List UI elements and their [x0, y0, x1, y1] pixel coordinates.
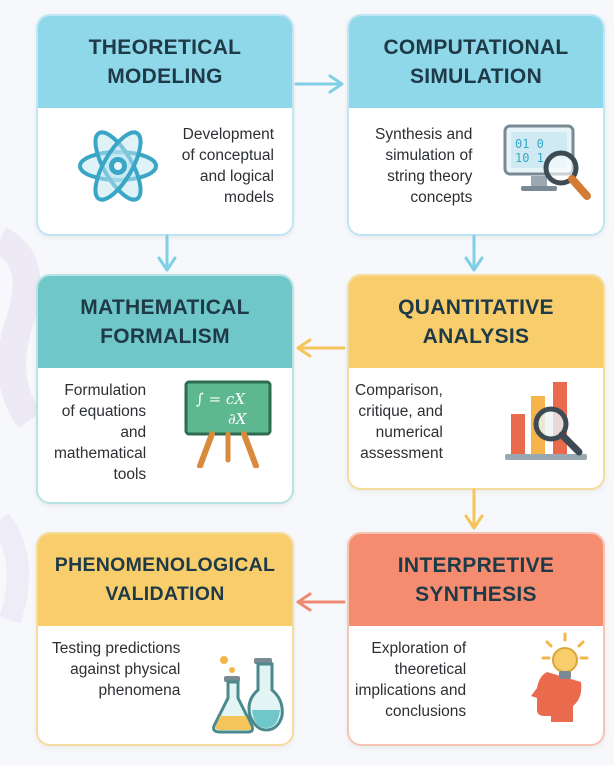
description-line: of equations — [61, 403, 147, 420]
card-title-line: COMPUTATIONAL — [383, 36, 569, 59]
card-interpretive-synthesis: INTERPRETIVE SYNTHESIS Exploration of th… — [347, 532, 605, 746]
card-title-line: MODELING — [107, 65, 223, 88]
board-line: ∫ = cX — [196, 390, 246, 408]
lab-flasks-icon — [212, 656, 284, 734]
arrow-left-icon — [296, 338, 346, 358]
card-description: Development of conceptual and logical mo… — [182, 124, 274, 208]
card-title: INTERPRETIVE SYNTHESIS — [349, 534, 603, 626]
svg-text:10 1: 10 1 — [515, 151, 544, 165]
description-line: models — [224, 189, 274, 206]
svg-text:01 0: 01 0 — [515, 137, 544, 151]
description-line: numerical — [375, 424, 443, 441]
card-title-line: MATHEMATICAL — [80, 296, 250, 319]
card-title-line: INTERPRETIVE — [397, 554, 555, 577]
description-line: Development — [182, 126, 274, 143]
computer-magnifier-icon: 01 0 10 1 — [503, 124, 591, 200]
card-mathematical-formalism: MATHEMATICAL FORMALISM Formulation of eq… — [36, 274, 294, 504]
arrow-down-icon — [464, 234, 484, 272]
card-description: Formulation of equations and mathematica… — [54, 380, 146, 485]
description-line: string theory — [387, 168, 473, 185]
card-title: MATHEMATICAL FORMALISM — [38, 276, 292, 368]
chalkboard-icon: ∫ = cX ∂X — [184, 380, 272, 468]
description-line: mathematical — [54, 445, 147, 462]
description-line: critique, and — [358, 403, 443, 420]
description-line: of conceptual — [181, 147, 274, 164]
arrow-down-icon — [157, 234, 177, 272]
card-phenomenological-validation: PHENOMENOLOGICAL VALIDATION Testing pred… — [36, 532, 294, 746]
bar-chart-magnifier-icon — [505, 382, 587, 460]
description-line: against physical — [70, 661, 181, 678]
card-title-line: SYNTHESIS — [415, 583, 537, 606]
arrow-down-icon — [464, 488, 484, 530]
description-line: theoretical — [394, 661, 467, 678]
card-quantitative-analysis: QUANTITATIVE ANALYSIS Comparison, critiq… — [347, 274, 605, 490]
description-line: phenomena — [98, 682, 181, 699]
arrow-left-icon — [296, 592, 346, 612]
card-title-line: THEORETICAL — [88, 36, 242, 59]
card-description: Exploration of theoretical implications … — [355, 638, 466, 722]
description-line: conclusions — [385, 703, 467, 720]
description-line: Comparison, — [355, 382, 443, 399]
card-title-line: ANALYSIS — [422, 325, 530, 348]
card-title: QUANTITATIVE ANALYSIS — [349, 276, 603, 368]
description-line: implications and — [355, 682, 467, 699]
description-line: and — [120, 424, 147, 441]
description-line: simulation of — [385, 147, 473, 164]
description-line: tools — [113, 466, 147, 483]
card-title-line: PHENOMENOLOGICAL — [54, 554, 276, 576]
card-title: THEORETICAL MODELING — [38, 16, 292, 108]
card-description: Synthesis and simulation of string theor… — [375, 124, 472, 208]
card-title-line: SIMULATION — [409, 65, 543, 88]
description-line: Formulation — [64, 382, 147, 399]
description-line: assessment — [360, 445, 443, 462]
card-title: COMPUTATIONAL SIMULATION — [349, 16, 603, 108]
card-theoretical-modeling: THEORETICAL MODELING Development of conc… — [36, 14, 294, 236]
description-line: concepts — [410, 189, 473, 206]
card-computational-simulation: COMPUTATIONAL SIMULATION Synthesis and s… — [347, 14, 605, 236]
card-description: Testing predictions against physical phe… — [52, 638, 180, 701]
description-line: Exploration of — [371, 640, 467, 657]
card-title-line: QUANTITATIVE — [398, 296, 554, 319]
card-title-line: VALIDATION — [105, 583, 225, 605]
card-title-line: FORMALISM — [100, 325, 230, 348]
description-line: and logical — [199, 168, 274, 185]
board-line: ∂X — [228, 410, 248, 428]
description-line: Testing predictions — [52, 640, 181, 657]
description-line: Synthesis and — [375, 126, 473, 143]
atom-icon — [78, 130, 158, 202]
head-lightbulb-icon — [531, 632, 589, 722]
card-title: PHENOMENOLOGICAL VALIDATION — [38, 534, 292, 626]
card-description: Comparison, critique, and numerical asse… — [355, 380, 443, 464]
arrow-right-icon — [294, 74, 344, 94]
